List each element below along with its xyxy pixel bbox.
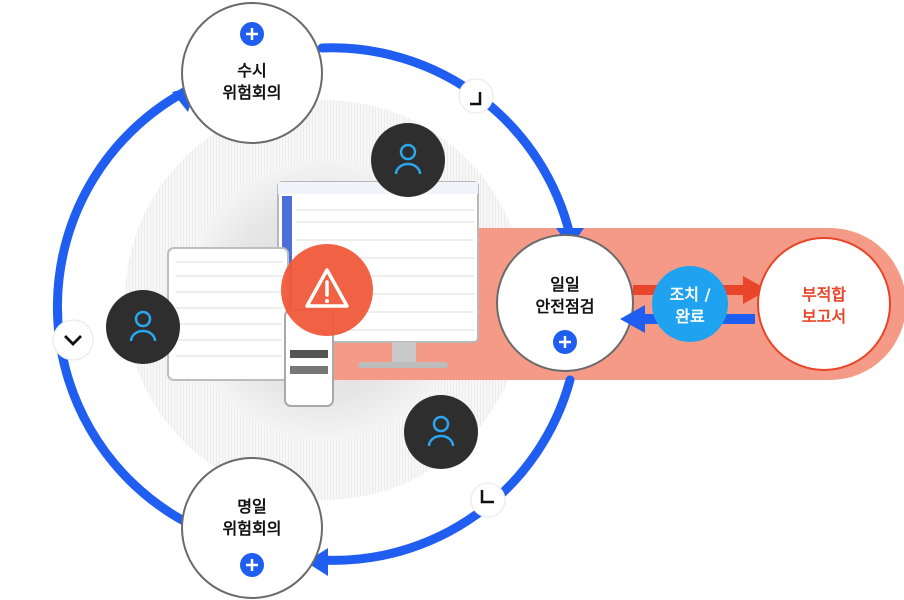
chevron-bottom-right-icon: [470, 482, 506, 518]
chevron-right-top-icon: [458, 78, 494, 114]
node-top-line2: 위험회의: [223, 83, 282, 102]
node-nonconformance-report: 부적합 보고서: [757, 237, 891, 371]
node-report-line1: 부적합: [802, 285, 846, 304]
node-action-line2: 완료: [675, 307, 705, 326]
node-right-line1: 일일: [550, 275, 579, 294]
warning-triangle-icon: [281, 244, 373, 336]
node-right-line2: 안전점검: [536, 297, 595, 316]
node-bottom-line2: 위험회의: [223, 519, 282, 538]
ring-arrowhead-bottom: [306, 548, 328, 576]
node-action-line1: 조치 /: [670, 285, 711, 304]
node-action-complete: 조치 / 완료: [652, 266, 728, 342]
chevron-down-icon: [52, 319, 94, 361]
person-icon: [404, 395, 478, 469]
person-icon: [371, 123, 445, 197]
node-report-line2: 보고서: [802, 307, 846, 326]
node-suddenly-risk-meeting: 수시 위험회의: [181, 2, 323, 144]
node-next-day-risk-meeting: 명일 위험회의: [181, 457, 323, 599]
node-daily-safety-check: 일일 안전점검: [496, 234, 634, 372]
person-icon: [106, 290, 180, 364]
node-top-line1: 수시: [237, 61, 266, 80]
node-bottom-line1: 명일: [237, 497, 266, 516]
